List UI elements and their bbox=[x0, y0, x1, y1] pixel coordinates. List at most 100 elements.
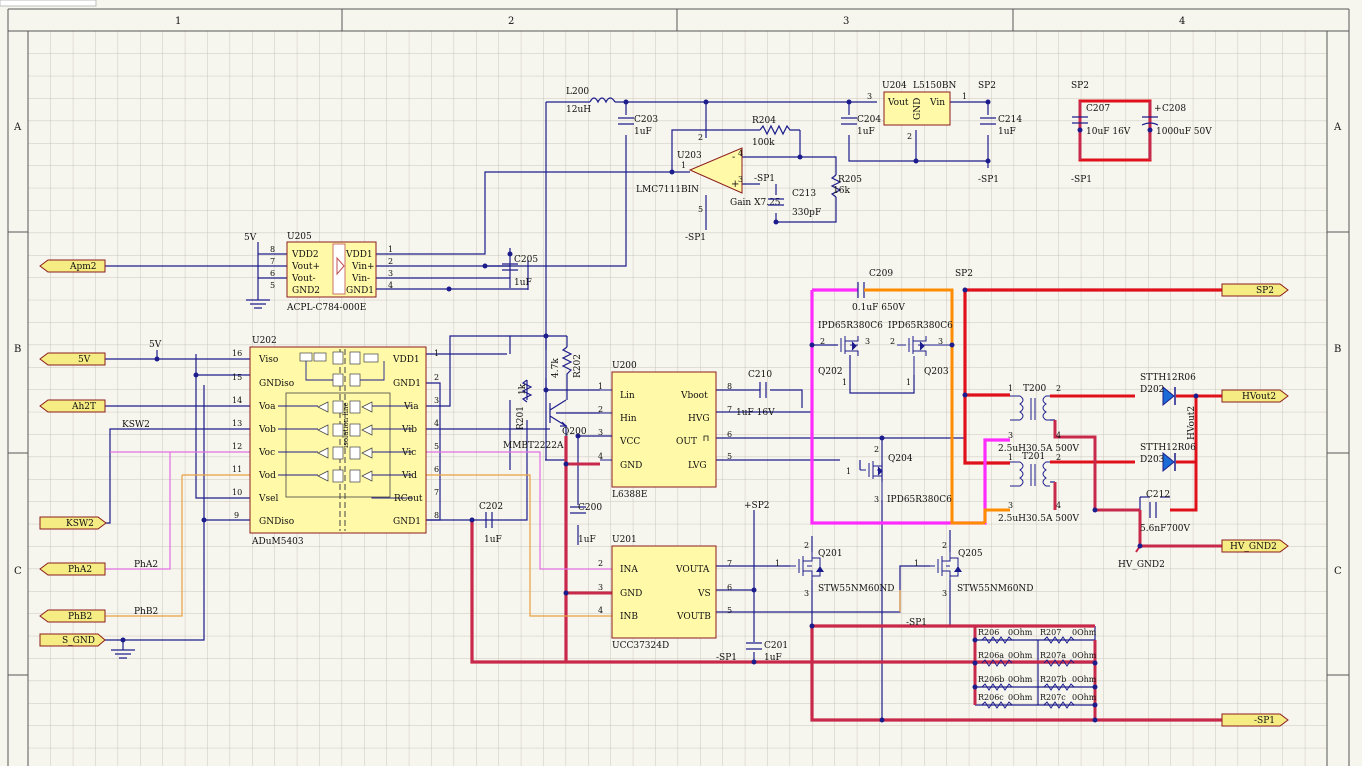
t201-ref: T201 bbox=[1022, 452, 1045, 462]
port-5v[interactable]: 5V bbox=[39, 352, 106, 366]
c214-capacitor[interactable]: C214 1uF bbox=[980, 115, 1022, 137]
port-phb2[interactable]: PhB2 bbox=[39, 609, 106, 623]
u202-pin-r7: RCout bbox=[394, 494, 423, 504]
c210-capacitor[interactable]: C210 1uF 16V bbox=[736, 370, 775, 418]
row-label-c-left: C bbox=[14, 566, 22, 577]
q203-part: IPD65R380C6 bbox=[888, 321, 953, 331]
c208-ref: C208 bbox=[1162, 104, 1186, 114]
port-ksw2[interactable]: KSW2 bbox=[39, 516, 107, 530]
c201-capacitor[interactable]: C201 1uF bbox=[746, 641, 788, 663]
u205-num-r3: 3 bbox=[388, 269, 393, 278]
r205-resistor[interactable]: R205 16k bbox=[830, 174, 862, 198]
q203-mosfet[interactable]: IPD65R380C6 Q203 2 3 1 bbox=[888, 321, 953, 387]
u201-num-r3: 5 bbox=[727, 606, 732, 615]
u202-pin-r8: GND1 bbox=[393, 517, 421, 527]
t200-pin2: 2 bbox=[1056, 384, 1061, 393]
d203-diode[interactable]: STTH12R06 D203 bbox=[1140, 443, 1196, 473]
port-hvout2[interactable]: HVout2 bbox=[1221, 389, 1289, 403]
c200-capacitor[interactable]: C200 1uF bbox=[570, 503, 602, 545]
d202-diode[interactable]: STTH12R06 D202 bbox=[1140, 373, 1196, 407]
q205-mosfet[interactable]: Q205 STW55NM60ND 2 1 3 bbox=[914, 541, 1034, 598]
u201-dual-driver[interactable]: U201 UCC37324D INA GND INB VOUTA VS VOUT… bbox=[598, 535, 732, 651]
u203-op-amp[interactable]: U203 LMC7111BIN Gain X7.25 - + 1 2 4 3 5 bbox=[636, 133, 781, 214]
u204-voltage-regulator[interactable]: U204 L5150BN Vout Vin GND 3 1 2 bbox=[867, 81, 967, 141]
u201-num-l2: 3 bbox=[598, 583, 603, 592]
r204-value: 100k bbox=[752, 138, 775, 148]
d203-ref: D203 bbox=[1140, 455, 1165, 465]
c209-capacitor[interactable]: C209 0.1uF 650V bbox=[852, 269, 905, 313]
u202-num-r7: 7 bbox=[434, 488, 439, 497]
l200-ref: L200 bbox=[566, 87, 589, 97]
q200-transistor[interactable]: Q200 MMBT2222A bbox=[503, 399, 587, 451]
c207-capacitor[interactable]: C207 10uF 16V bbox=[1072, 104, 1131, 137]
c212-capacitor[interactable]: C212 5.6nF700V bbox=[1140, 490, 1191, 534]
u202-num-r8: 8 bbox=[434, 511, 439, 520]
c207-value: 10uF 16V bbox=[1086, 127, 1131, 137]
u204-num-vout: 3 bbox=[867, 92, 872, 101]
resistor-value: 0Ohm bbox=[1008, 628, 1033, 637]
u202-num-r2: 2 bbox=[434, 373, 439, 382]
u202-pin-r1: VDD1 bbox=[392, 355, 420, 365]
t200-pin3: 3 bbox=[1008, 431, 1013, 440]
d202-part: STTH12R06 bbox=[1140, 373, 1196, 383]
u202-pin-r4: Vib bbox=[401, 425, 417, 435]
u202-num-r3: 3 bbox=[434, 396, 439, 405]
row-label-a-right: A bbox=[1333, 122, 1342, 133]
t200-pin4: 4 bbox=[1056, 431, 1061, 440]
r201-resistor[interactable]: R201 1k bbox=[516, 379, 533, 430]
row-label-c-right: C bbox=[1334, 566, 1342, 577]
c205-capacitor[interactable]: C205 1uF bbox=[502, 255, 538, 288]
u202-pin-r6: Vid bbox=[401, 471, 417, 481]
port-ksw2-label: KSW2 bbox=[66, 519, 94, 529]
q204-mosfet[interactable]: Q204 IPD65R380C6 2 1 3 bbox=[846, 445, 952, 505]
c208-value: 1000uF 50V bbox=[1156, 127, 1212, 137]
ports: Apm2 5V Ah2T KSW2 PhA2 PhB2 S_GND SP2 bbox=[39, 259, 1289, 727]
c204-capacitor[interactable]: C204 1uF bbox=[841, 115, 881, 137]
u202-num-r6: 6 bbox=[434, 465, 439, 474]
c202-capacitor[interactable]: C202 1uF bbox=[479, 502, 503, 545]
u205-isolation-amplifier[interactable]: U205 ACPL-C784-000E VDD2 Vout+ Vout- GND… bbox=[270, 232, 393, 313]
c203-ref: C203 bbox=[634, 115, 658, 125]
q202-ref: Q202 bbox=[818, 367, 843, 377]
u202-digital-isolator[interactable]: isolation line U202 ADuM5403 Viso GNDiso… bbox=[232, 336, 439, 547]
t200-transformer[interactable]: T200 2.5uH30.5A 500V 1 2 3 4 bbox=[998, 384, 1080, 454]
port-sp1[interactable]: -SP1 bbox=[1221, 713, 1289, 727]
q205-pin-g: 1 bbox=[914, 559, 919, 568]
q200-ref: Q200 bbox=[562, 427, 587, 437]
port-5v-label: 5V bbox=[78, 355, 91, 365]
row-label-a-left: A bbox=[13, 122, 22, 133]
port-s-gnd[interactable]: S_GND bbox=[39, 633, 106, 647]
u202-pin-l8: GNDiso bbox=[259, 517, 294, 527]
c203-value: 1uF bbox=[634, 127, 652, 137]
net-sp2-top: SP2 bbox=[978, 81, 996, 91]
q201-pin-g: 1 bbox=[775, 559, 780, 568]
u200-gate-driver[interactable]: U200 L6388E Lin Hin VCC GND Vboot HVG OU… bbox=[598, 361, 732, 500]
u201-pin-l1: INA bbox=[620, 565, 638, 575]
u205-num-l3: 6 bbox=[270, 269, 275, 278]
r202-resistor[interactable]: R202 4.7k bbox=[551, 346, 583, 378]
port-sp2[interactable]: SP2 bbox=[1221, 283, 1289, 297]
q202-pin-d: 3 bbox=[865, 337, 870, 346]
port-ah2t[interactable]: Ah2T bbox=[39, 399, 106, 413]
q205-ref: Q205 bbox=[958, 549, 983, 559]
port-pha2[interactable]: PhA2 bbox=[39, 562, 106, 576]
port-apm2[interactable]: Apm2 bbox=[39, 259, 106, 273]
t201-transformer[interactable]: T201 2.5uH30.5A 500V 1 2 3 4 bbox=[998, 452, 1080, 524]
q202-mosfet[interactable]: IPD65R380C6 Q202 2 3 1 bbox=[818, 321, 883, 393]
q201-mosfet[interactable]: Q201 STW55NM60ND 2 1 3 bbox=[775, 541, 895, 598]
port-hv-gnd2[interactable]: HV_GND2 bbox=[1221, 539, 1289, 553]
l200-inductor[interactable]: L200 12uH bbox=[566, 87, 616, 115]
r204-resistor[interactable]: R204 100k bbox=[752, 116, 800, 148]
u202-num-l8: 9 bbox=[234, 511, 239, 520]
u200-num-r3: 6 bbox=[727, 430, 732, 439]
c208-capacitor[interactable]: + C208 1000uF 50V bbox=[1141, 104, 1212, 137]
c213-capacitor[interactable]: C213 330pF bbox=[768, 189, 821, 218]
port-ah2t-label: Ah2T bbox=[71, 402, 96, 412]
c203-capacitor[interactable]: C203 1uF bbox=[618, 115, 658, 137]
